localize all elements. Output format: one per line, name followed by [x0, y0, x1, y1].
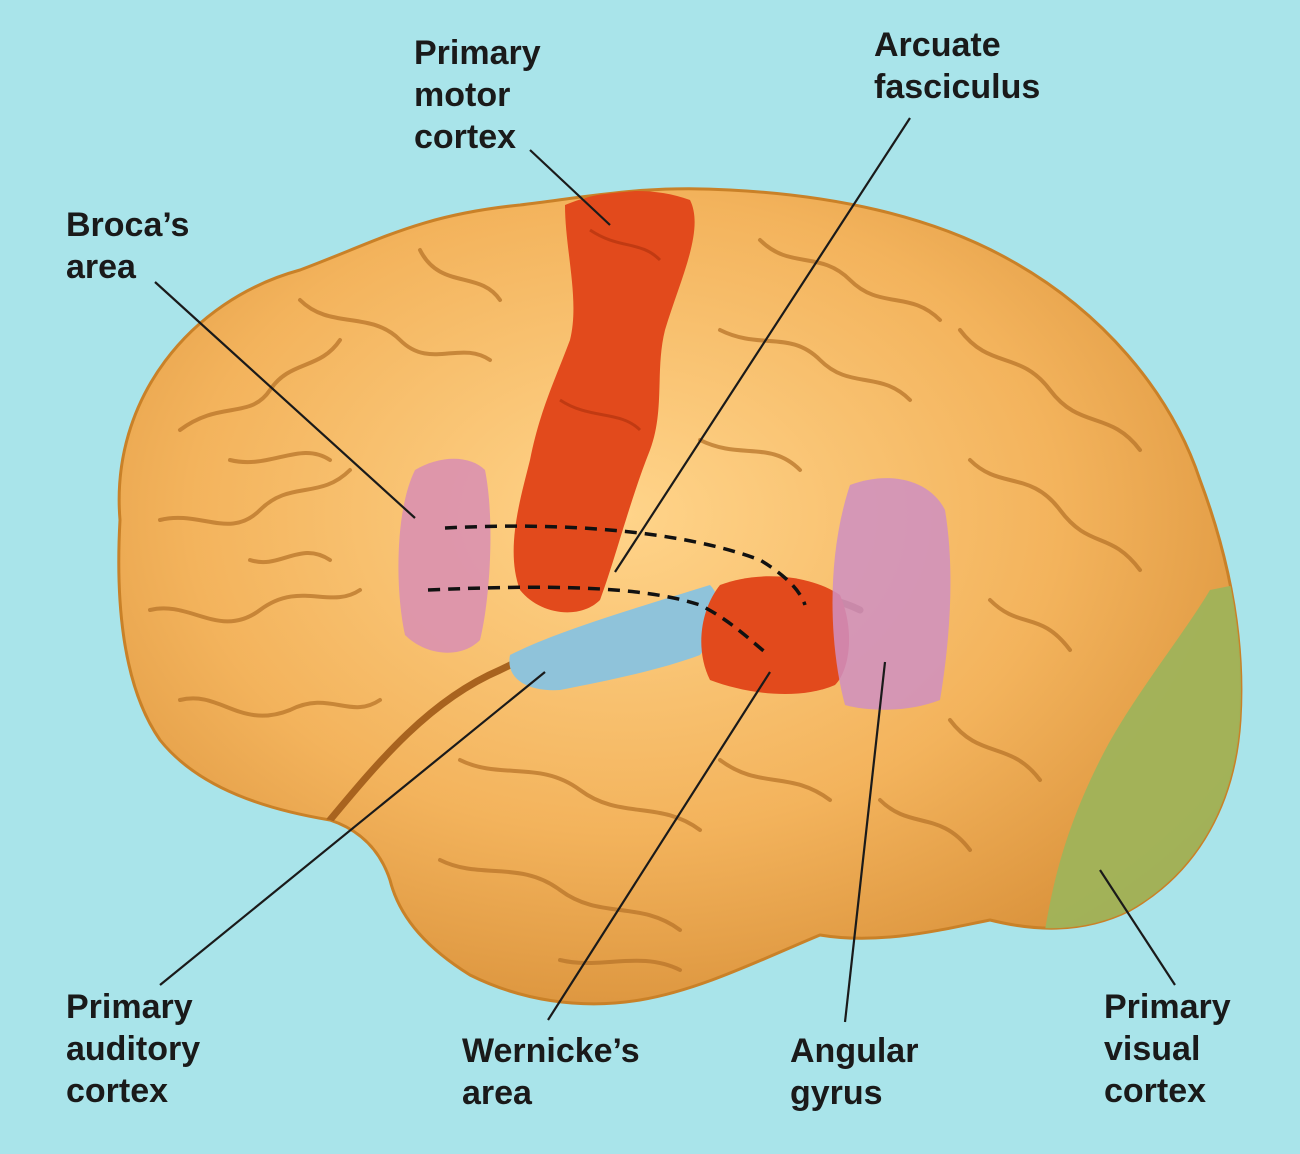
- label-line: auditory: [66, 1030, 201, 1068]
- arcuate-fasciculus-path: [444, 524, 807, 606]
- leader-wernickes-area: [547, 671, 771, 1021]
- label-primary-auditory-cortex: Primary auditory cortex: [66, 986, 200, 1112]
- label-primary-visual-cortex: Primary visual cortex: [1104, 986, 1231, 1112]
- label-line: motor: [414, 76, 511, 114]
- brain-gyri: [148, 190, 1241, 972]
- wernickes-area-region: [701, 576, 850, 695]
- label-line: area: [462, 1074, 532, 1112]
- label-line: gyrus: [790, 1074, 883, 1112]
- angular-gyrus-region: [832, 478, 951, 710]
- leader-lines: [154, 117, 1176, 1023]
- primary-auditory-cortex-region: [509, 585, 719, 691]
- label-line: fasciculus: [874, 68, 1041, 106]
- label-wernickes-area: Wernicke’s area: [462, 1030, 640, 1114]
- label-line: cortex: [1104, 1072, 1207, 1110]
- label-line: Primary: [414, 34, 541, 72]
- label-brocas-area: Broca’s area: [66, 204, 189, 288]
- label-line: Wernicke’s: [462, 1032, 640, 1070]
- label-line: Broca’s: [66, 206, 190, 244]
- label-line: area: [66, 248, 136, 286]
- label-line: Primary: [66, 988, 193, 1026]
- label-line: visual: [1104, 1030, 1201, 1068]
- brocas-area-region: [398, 458, 491, 653]
- label-line: Angular: [790, 1032, 919, 1070]
- leader-primary-visual-cortex: [1099, 869, 1176, 986]
- label-arcuate-fasciculus: Arcuate fasciculus: [874, 24, 1040, 108]
- label-line: Primary: [1104, 988, 1231, 1026]
- leader-primary-auditory-cortex: [159, 671, 546, 986]
- leader-angular-gyrus: [843, 661, 887, 1023]
- primary-motor-cortex-region: [513, 190, 695, 613]
- label-line: cortex: [414, 118, 517, 156]
- label-line: cortex: [66, 1072, 169, 1110]
- label-line: Arcuate: [874, 26, 1001, 64]
- leader-primary-motor-cortex: [529, 149, 611, 226]
- label-primary-motor-cortex: Primary motor cortex: [414, 32, 541, 158]
- leader-brocas-area: [154, 281, 416, 519]
- label-angular-gyrus: Angular gyrus: [790, 1030, 918, 1114]
- leader-arcuate-fasciculus: [614, 117, 911, 573]
